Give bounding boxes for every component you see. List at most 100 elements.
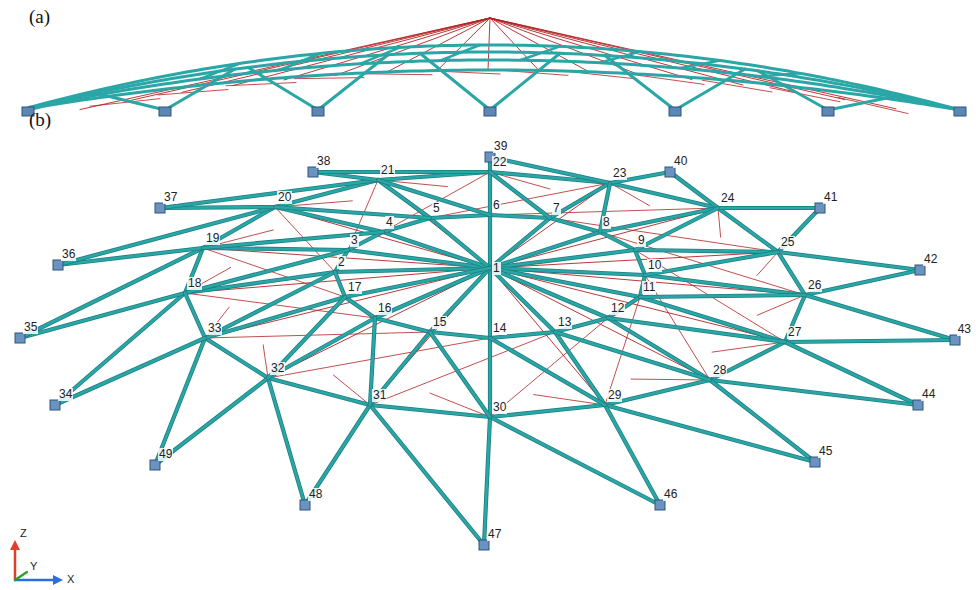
truss-member	[305, 405, 370, 505]
truss-member	[268, 378, 370, 405]
axis-arrow	[14, 548, 17, 580]
truss-member	[489, 268, 492, 338]
support-block	[950, 335, 960, 345]
node-number: 49	[158, 448, 173, 461]
axis-arrow	[15, 579, 55, 582]
truss-member	[205, 338, 268, 378]
truss-member	[203, 232, 383, 248]
strut-member	[828, 96, 898, 110]
node-number: 18	[187, 277, 202, 290]
node-number: 25	[780, 236, 795, 249]
support-block	[53, 260, 63, 270]
truss-member	[490, 172, 550, 218]
node-number: 10	[647, 259, 662, 272]
node-number: 31	[372, 389, 387, 402]
truss-member	[205, 338, 268, 378]
truss-member	[378, 180, 490, 215]
truss-member	[490, 250, 635, 268]
support-block	[150, 460, 160, 470]
truss-member	[710, 380, 918, 405]
node-number: 5	[432, 202, 441, 215]
strut-member	[675, 69, 745, 110]
truss-member	[805, 270, 920, 295]
truss-member	[490, 338, 605, 405]
truss-member	[430, 215, 490, 218]
truss-member	[370, 405, 490, 417]
node-number: 32	[270, 362, 285, 375]
cable-line	[718, 208, 721, 237]
truss-member	[375, 318, 430, 332]
node-number: 29	[607, 389, 622, 402]
truss-member	[635, 208, 718, 250]
truss-member	[605, 380, 710, 405]
truss-member	[550, 218, 600, 232]
panel-label: (b)	[28, 110, 52, 130]
support-block	[954, 107, 966, 116]
node-number: 27	[787, 326, 802, 339]
truss-member	[58, 207, 275, 265]
support-block	[822, 107, 834, 116]
truss-member	[268, 378, 370, 405]
truss-member	[608, 318, 710, 380]
truss-member	[313, 171, 490, 174]
truss-member	[430, 332, 490, 417]
node-number: 17	[347, 281, 362, 294]
support-block	[15, 333, 25, 343]
truss-member	[490, 215, 550, 218]
truss-member	[305, 405, 370, 505]
node-number: 4	[385, 216, 394, 229]
truss-member	[605, 380, 710, 405]
cable-line	[490, 318, 608, 417]
strut-member	[490, 53, 560, 110]
truss-member	[335, 272, 345, 297]
truss-member	[484, 417, 490, 545]
truss-member	[608, 297, 640, 318]
truss-member	[600, 232, 635, 250]
truss-member	[670, 172, 718, 208]
truss-member	[710, 380, 918, 405]
truss-member	[55, 338, 205, 405]
node-number: 43	[957, 323, 972, 336]
cable-line	[268, 268, 490, 378]
node-number: 11	[642, 281, 656, 294]
node-number: 39	[493, 140, 508, 153]
node-number: 8	[602, 216, 611, 229]
truss-member	[550, 183, 610, 218]
node-number: 36	[61, 248, 76, 261]
axis-arrow	[10, 540, 20, 550]
arch-member	[28, 60, 956, 109]
strut-member	[600, 52, 640, 63]
truss-member	[778, 252, 805, 295]
truss-member	[805, 295, 955, 340]
node-number: 35	[23, 321, 38, 334]
cable-line	[490, 172, 491, 268]
node-number: 7	[552, 202, 561, 215]
truss-member	[555, 332, 605, 405]
truss-member	[58, 248, 203, 265]
node-number: 41	[823, 191, 838, 204]
truss-member	[710, 342, 785, 380]
truss-member	[718, 208, 778, 252]
node-number: 19	[205, 232, 220, 245]
cable-line	[430, 183, 610, 218]
truss-member	[710, 342, 785, 380]
support-block	[300, 500, 310, 510]
node-number: 33	[207, 322, 222, 335]
truss-member	[430, 332, 490, 338]
axis-arrow	[15, 572, 27, 580]
truss-member	[608, 318, 785, 342]
node-number: 46	[663, 488, 678, 501]
support-block	[655, 500, 665, 510]
cable-line	[805, 295, 955, 340]
truss-member	[778, 252, 805, 295]
truss-member	[185, 293, 205, 338]
plan-view	[15, 152, 960, 550]
truss-member	[484, 417, 490, 545]
arch-member	[28, 45, 956, 109]
strut-member	[758, 71, 828, 110]
strut-member	[440, 45, 480, 61]
truss-member	[489, 172, 492, 215]
axis-arrow	[53, 575, 63, 585]
truss-member	[490, 157, 610, 183]
node-number: 24	[720, 192, 735, 205]
